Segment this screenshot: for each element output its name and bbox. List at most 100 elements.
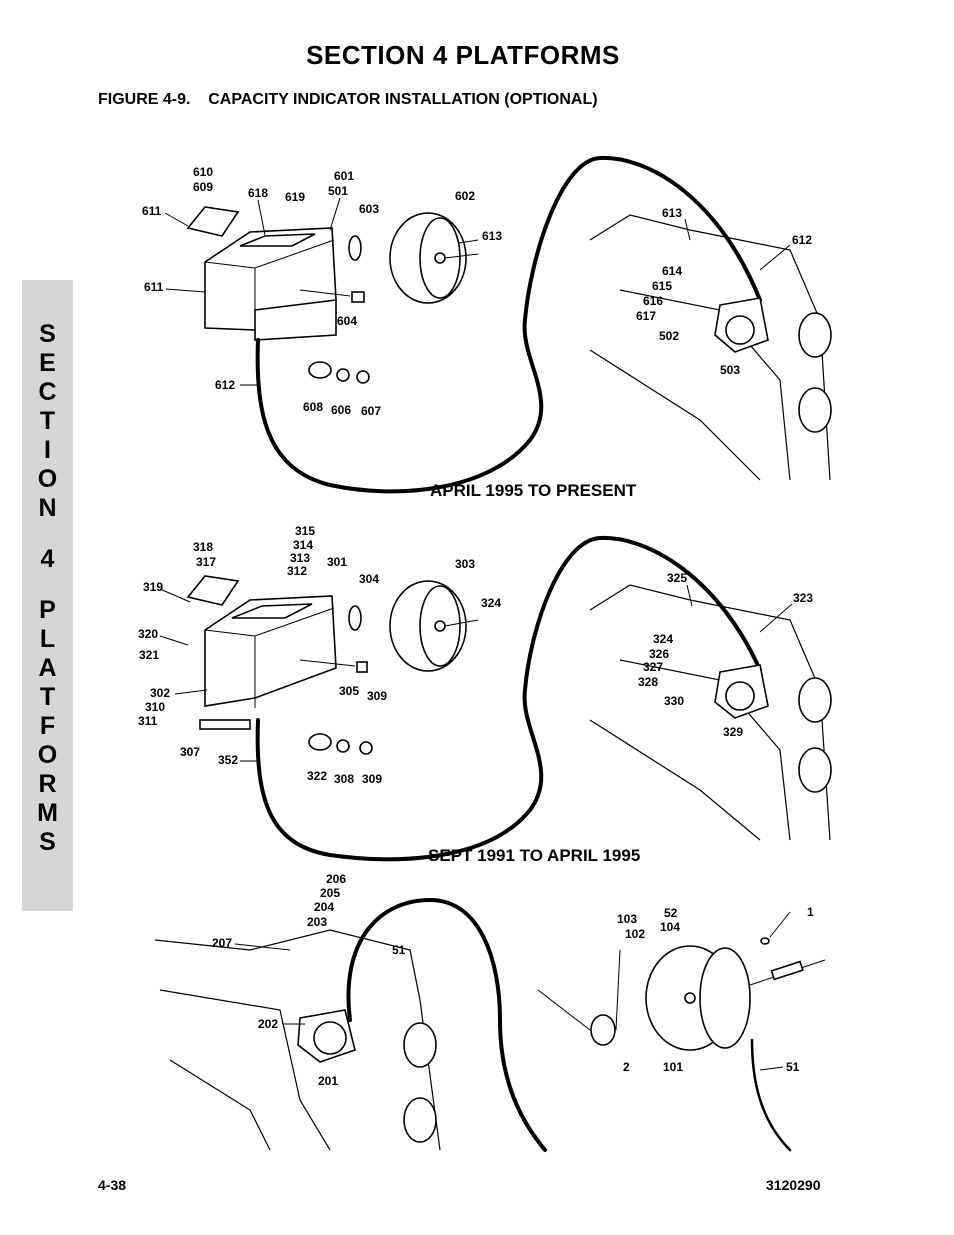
bezel-plate <box>186 575 240 606</box>
section-side-tab: S E C T I O N 4 P L A T F O R M S <box>22 280 73 911</box>
callout-label: 303 <box>455 557 475 571</box>
callout-label: 612 <box>792 233 812 247</box>
callout-label: 326 <box>649 647 669 661</box>
callout-label: 611 <box>144 280 164 294</box>
callout-label: 315 <box>295 524 315 538</box>
callouts-bottom: 206 205 204 203 207 51 202 201 103 102 5… <box>212 872 814 1088</box>
callout-label: 204 <box>314 900 334 914</box>
callout-label: 309 <box>362 772 382 786</box>
callout-label: 52 <box>664 906 678 920</box>
side-tab-letter: O <box>37 465 58 493</box>
callout-label: 317 <box>196 555 216 569</box>
callout-label: 301 <box>327 555 347 569</box>
callout-label: 319 <box>143 580 163 594</box>
side-tab-letter: T <box>39 683 56 711</box>
nut <box>359 741 373 755</box>
side-tab-letter: L <box>39 625 56 653</box>
callout-label: 323 <box>793 591 813 605</box>
indicator-window <box>239 233 316 247</box>
callout-label: 308 <box>334 772 354 786</box>
callout-label: 616 <box>643 294 663 308</box>
torsion-spring <box>590 1014 616 1046</box>
callout-label: 311 <box>138 714 158 728</box>
callout-label: 603 <box>359 202 379 216</box>
indicator-cable <box>346 897 547 1152</box>
callout-label: 601 <box>334 169 354 183</box>
nut <box>336 368 350 382</box>
callout-label: 607 <box>361 404 381 418</box>
callout-label: 307 <box>180 745 200 759</box>
callout-label: 101 <box>663 1060 683 1074</box>
callout-label: 329 <box>723 725 743 739</box>
bezel-plate <box>186 206 240 237</box>
washer <box>308 733 332 751</box>
callout-label: 608 <box>303 400 323 414</box>
callout-label: 206 <box>326 872 346 886</box>
callout-label: 313 <box>290 551 310 565</box>
nut <box>356 370 370 384</box>
side-tab-letter: C <box>38 378 57 406</box>
callout-label: 609 <box>193 180 213 194</box>
callout-label: 324 <box>653 632 673 646</box>
callout-label: 207 <box>212 936 232 950</box>
callout-label: 613 <box>482 229 502 243</box>
callout-label: 619 <box>285 190 305 204</box>
callout-label: 324 <box>481 596 501 610</box>
leader-lines <box>159 197 793 1071</box>
side-tab-letter: P <box>39 596 56 624</box>
callout-label: 310 <box>145 700 165 714</box>
caption-sept-1991-to-april-1995: SEPT 1991 TO APRIL 1995 <box>428 846 641 865</box>
side-tab-letter: I <box>44 436 51 464</box>
callout-label: 606 <box>331 403 351 417</box>
callout-label: 612 <box>215 378 235 392</box>
washer <box>308 361 332 379</box>
side-tab-letter: S <box>39 320 56 348</box>
callout-label: 613 <box>662 206 682 220</box>
section-title: SECTION 4 PLATFORMS <box>306 40 620 70</box>
callout-label: 322 <box>307 769 327 783</box>
document-number: 3120290 <box>766 1177 821 1193</box>
indicator-cable <box>255 155 762 494</box>
callout-label: 604 <box>337 314 357 328</box>
side-tab-letter: T <box>39 407 56 435</box>
callout-label: 502 <box>659 329 679 343</box>
callout-label: 617 <box>636 309 656 323</box>
callout-label: 615 <box>652 279 672 293</box>
indicator-cable <box>255 535 762 862</box>
callout-label: 202 <box>258 1017 278 1031</box>
diagram-middle <box>186 535 832 862</box>
side-tab-letter: 4 <box>40 545 55 573</box>
callouts-middle: 315 314 313 312 318 317 301 304 303 324 … <box>138 524 813 786</box>
page-number: 4-38 <box>98 1177 127 1193</box>
callout-label: 318 <box>193 540 213 554</box>
callout-label: 610 <box>193 165 213 179</box>
callouts-top: 610 609 618 619 601 501 603 602 613 611 … <box>142 165 812 418</box>
nut <box>336 739 350 753</box>
callout-label: 325 <box>667 571 687 585</box>
side-tab-letter: S <box>39 828 56 856</box>
callout-label: 205 <box>320 886 340 900</box>
callout-label: 103 <box>617 912 637 926</box>
callout-label: 51 <box>392 943 406 957</box>
callout-label: 314 <box>293 538 313 552</box>
callout-label: 309 <box>367 689 387 703</box>
callout-label: 501 <box>328 184 348 198</box>
callout-label: 304 <box>359 572 379 586</box>
indicator-housing <box>204 595 337 707</box>
callout-label: 104 <box>660 920 680 934</box>
diagram-bottom <box>154 897 826 1152</box>
side-tab-letter: E <box>39 349 56 377</box>
callout-label: 2 <box>623 1060 630 1074</box>
callout-label: 503 <box>720 363 740 377</box>
side-tab-letter: M <box>37 799 58 827</box>
callout-label: 614 <box>662 264 682 278</box>
callout-label: 1 <box>807 905 814 919</box>
torsion-spring <box>348 235 362 261</box>
diagram-top <box>186 155 832 494</box>
callout-label: 305 <box>339 684 359 698</box>
side-tab-letter: N <box>38 494 57 522</box>
callout-label: 330 <box>664 694 684 708</box>
side-tab-letter: R <box>38 770 57 798</box>
figure-title: FIGURE 4-9. CAPACITY INDICATOR INSTALLAT… <box>98 91 598 108</box>
